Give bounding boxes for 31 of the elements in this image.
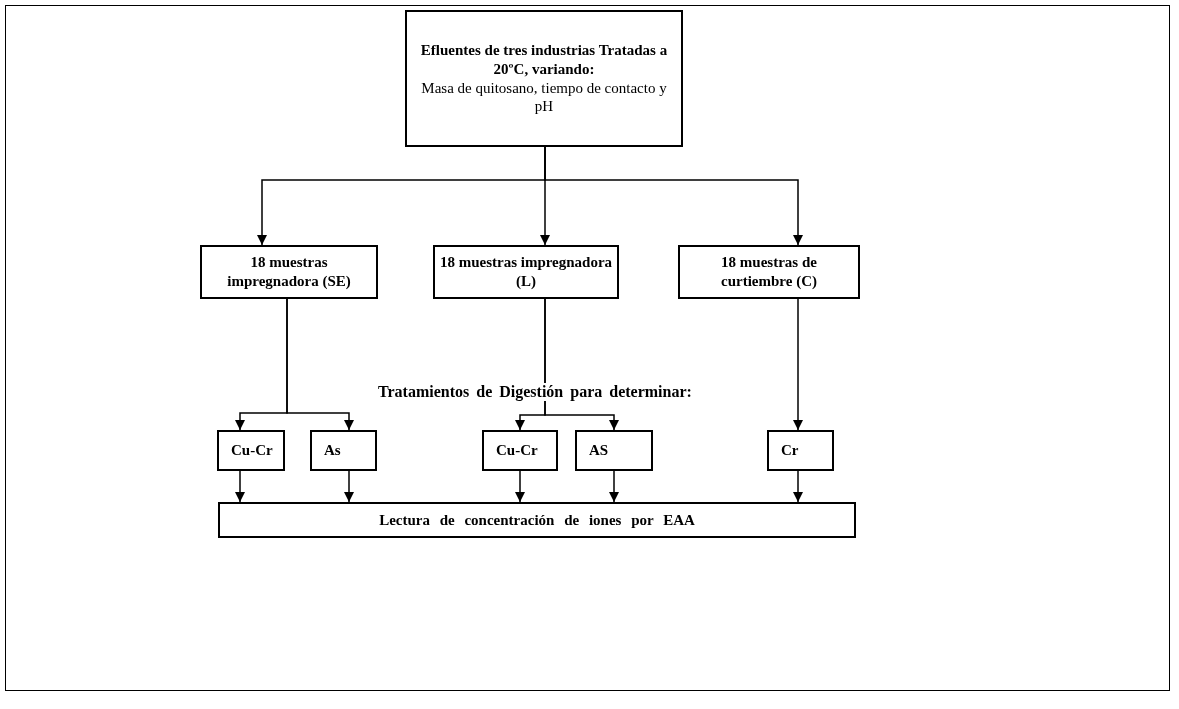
process-box: [217, 430, 285, 471]
process-box: [405, 10, 683, 147]
box-text: AS: [589, 441, 609, 460]
process-box: [575, 430, 653, 471]
box-text: Lectura de concentración de iones por EAA: [379, 510, 695, 530]
arrow: [544, 298, 619, 431]
box-text: Cu-Cr: [496, 441, 538, 460]
arrow: [609, 470, 619, 503]
arrow: [235, 470, 245, 503]
arrow: [515, 470, 525, 503]
annotation-text: Tratamientos de Digestión para determinar:: [378, 383, 692, 401]
process-box: [678, 245, 860, 299]
process-box: [218, 502, 856, 538]
process-box: [200, 245, 378, 299]
box-text: 18 muestras de curtiembre (C): [720, 253, 818, 291]
box-text: Cu-Cr: [231, 441, 273, 460]
arrow: [286, 298, 354, 431]
process-box: [767, 430, 834, 471]
process-box: [482, 430, 558, 471]
box-text: As: [324, 441, 341, 460]
box-text: Cr: [781, 441, 799, 460]
box-text: 18 muestras impregnadora (SE): [226, 253, 352, 291]
arrow: [344, 470, 354, 503]
box-text: Masa de quitosano, tiempo de contacto y pH: [420, 78, 668, 116]
arrow: [544, 146, 803, 246]
box-text: 18 muestras impregnadora (L): [439, 253, 613, 291]
box-heading: Efluentes de tres industrias Tratadas a 20ºC, variando:: [419, 41, 669, 79]
arrow: [793, 470, 803, 503]
process-box: [433, 245, 619, 299]
arrow: [793, 298, 803, 431]
process-box: [310, 430, 377, 471]
